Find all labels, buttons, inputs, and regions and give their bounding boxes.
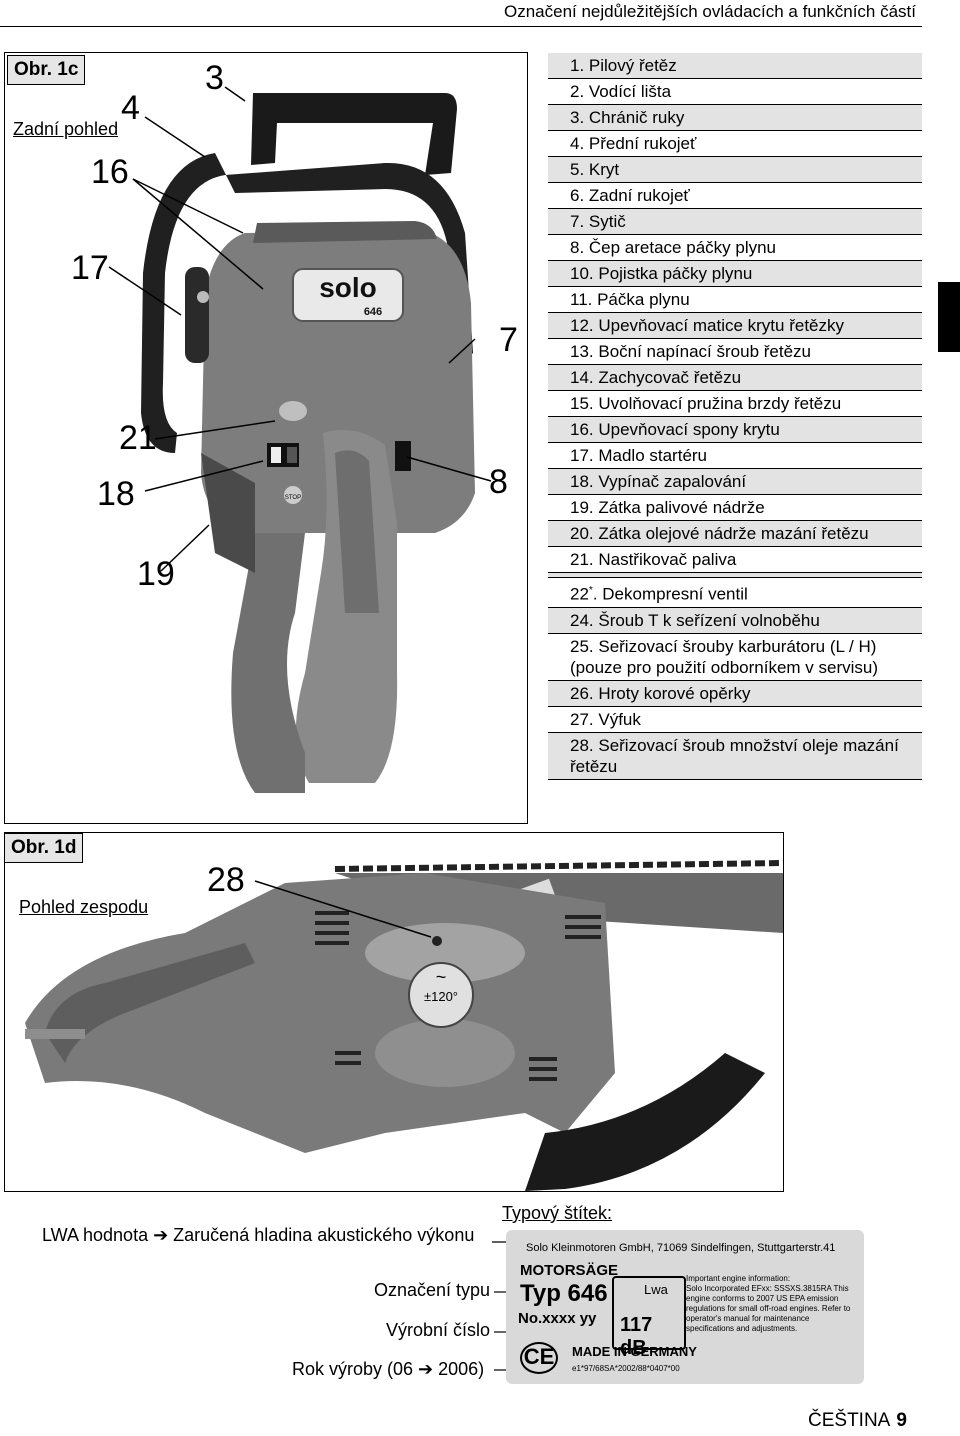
figure-label-1c: Obr. 1c — [7, 55, 86, 85]
callout-17: 17 — [71, 249, 109, 287]
legend-item: 13. Boční napínací šroub řetězu — [548, 339, 922, 365]
model-number-badge: 646 — [364, 306, 382, 318]
chainsaw-bottom-illustration: ~ ±120° — [25, 860, 783, 1191]
callout-16: 16 — [91, 153, 129, 191]
callout-18: 18 — [97, 475, 135, 513]
rating-plate: Solo Kleinmotoren GmbH, 71069 Sindelfing… — [506, 1230, 864, 1384]
serial-number-label: Výrobní číslo — [386, 1320, 491, 1340]
legend-item: 4. Přední rukojeť — [548, 131, 922, 157]
chainsaw-rear-illustration: solo 646 STOP — [108, 86, 492, 793]
legend-item: 27. Výfuk — [548, 707, 922, 733]
footer-language: ČEŠTINA — [808, 1410, 891, 1431]
section-tab-marker — [938, 282, 960, 352]
legend-item — [548, 573, 922, 578]
plate-motorsage: MOTORSÄGE — [520, 1262, 619, 1279]
callout-7: 7 — [499, 321, 518, 359]
type-designation-label: Označení typu — [374, 1280, 491, 1300]
legend-item: 7. Sytič — [548, 209, 922, 235]
brand-logo: solo — [319, 272, 377, 303]
callout-21: 21 — [119, 419, 157, 457]
legend-item: 20. Zátka olejové nádrže mazání řetězu — [548, 521, 922, 547]
rating-plate-title: Typový štítek: — [502, 1203, 613, 1223]
legend-item-22: 22*. Dekompresní ventil — [548, 578, 922, 608]
plate-manufacturer: Solo Kleinmotoren GmbH, 71069 Sindelfing… — [526, 1242, 836, 1254]
legend-item: 11. Páčka plynu — [548, 287, 922, 313]
legend-item: 14. Zachycovač řetězu — [548, 365, 922, 391]
parts-legend: 1. Pilový řetěz 2. Vodící lišta 3. Chrán… — [548, 53, 922, 780]
legend-item: 2. Vodící lišta — [548, 79, 922, 105]
ce-mark: CE — [520, 1342, 558, 1374]
page-title: Označení nejdůležitějších ovládacích a f… — [503, 2, 916, 21]
view-label-rear: Zadní pohled — [13, 119, 119, 139]
legend-item: 12. Upevňovací matice krytu řetězky — [548, 313, 922, 339]
legend-item: 26. Hroty korové opěrky — [548, 680, 922, 707]
dial-tilde: ~ — [436, 967, 447, 987]
figure-1c-rear-view: solo 646 STOP — [4, 52, 528, 824]
view-label-bottom: Pohled zespodu — [19, 897, 149, 917]
plate-sound-box: Lwa 117 dB — [612, 1276, 686, 1359]
legend-item: 19. Zátka palivové nádrže — [548, 495, 922, 521]
legend-item: 21. Nastřikovač paliva — [548, 547, 922, 573]
legend-item: 18. Vypínač zapalování — [548, 469, 922, 495]
legend-item: 1. Pilový řetěz — [548, 53, 922, 79]
callout-4: 4 — [121, 89, 140, 127]
legend-item-22-asterisk: * — [588, 585, 593, 596]
lwa-label: LWA hodnota ➔ Zaručená hladina akustické… — [42, 1225, 475, 1245]
callout-28: 28 — [207, 861, 245, 899]
plate-serial: No.xxxx yy — [518, 1310, 597, 1327]
legend-item: 24. Šroub T k seřízení volnoběhu — [548, 607, 922, 634]
legend-item: 5. Kryt — [548, 157, 922, 183]
dial-range-label: ±120° — [424, 989, 458, 1004]
callout-19: 19 — [137, 555, 175, 593]
page-header: Označení nejdůležitějších ovládacích a f… — [0, 0, 922, 27]
legend-item-22-text: . Dekompresní ventil — [592, 584, 748, 604]
plate-lwa-value: 117 dB — [620, 1314, 653, 1359]
plate-info: Important engine information: Solo Incor… — [686, 1274, 858, 1334]
callout-3: 3 — [205, 59, 224, 97]
plate-approval-code: e1*97/68SA*2002/88*0407*00 — [572, 1364, 680, 1373]
plate-type: Typ 646 — [520, 1280, 608, 1307]
plate-info-title: Important engine information: — [686, 1274, 791, 1283]
year-of-manufacture-label: Rok výroby (06 ➔ 2006) — [292, 1359, 485, 1379]
legend-item: 28. Seřizovací šroub množství oleje mazá… — [548, 732, 922, 780]
legend-item: 15. Uvolňovací pružina brzdy řetězu — [548, 391, 922, 417]
legend-item: 25. Seřizovací šrouby karburátoru (L / H… — [548, 634, 922, 681]
figure-1d-bottom-view: ~ ±120° Obr. 1d Pohled zespodu 28 — [4, 832, 784, 1192]
stop-label: STOP — [285, 495, 301, 501]
plate-lwa-symbol: Lwa — [644, 1282, 668, 1297]
legend-item: 17. Madlo startéru — [548, 443, 922, 469]
legend-item-22-number: 22 — [570, 584, 589, 604]
callout-8: 8 — [489, 463, 508, 501]
page-number: 9 — [896, 1410, 907, 1431]
plate-made-in: MADE IN GERMANY — [572, 1344, 697, 1359]
legend-item: 10. Pojistka páčky plynu — [548, 261, 922, 287]
legend-item: 8. Čep aretace páčky plynu — [548, 235, 922, 261]
figure-label-1d: Obr. 1d — [5, 833, 84, 863]
legend-item: 3. Chránič ruky — [548, 105, 922, 131]
legend-item: 16. Upevňovací spony krytu — [548, 417, 922, 443]
plate-info-text: Solo Incorporated EFxx: SSSXS.3815RA Thi… — [686, 1284, 851, 1333]
legend-item: 6. Zadní rukojeť — [548, 183, 922, 209]
